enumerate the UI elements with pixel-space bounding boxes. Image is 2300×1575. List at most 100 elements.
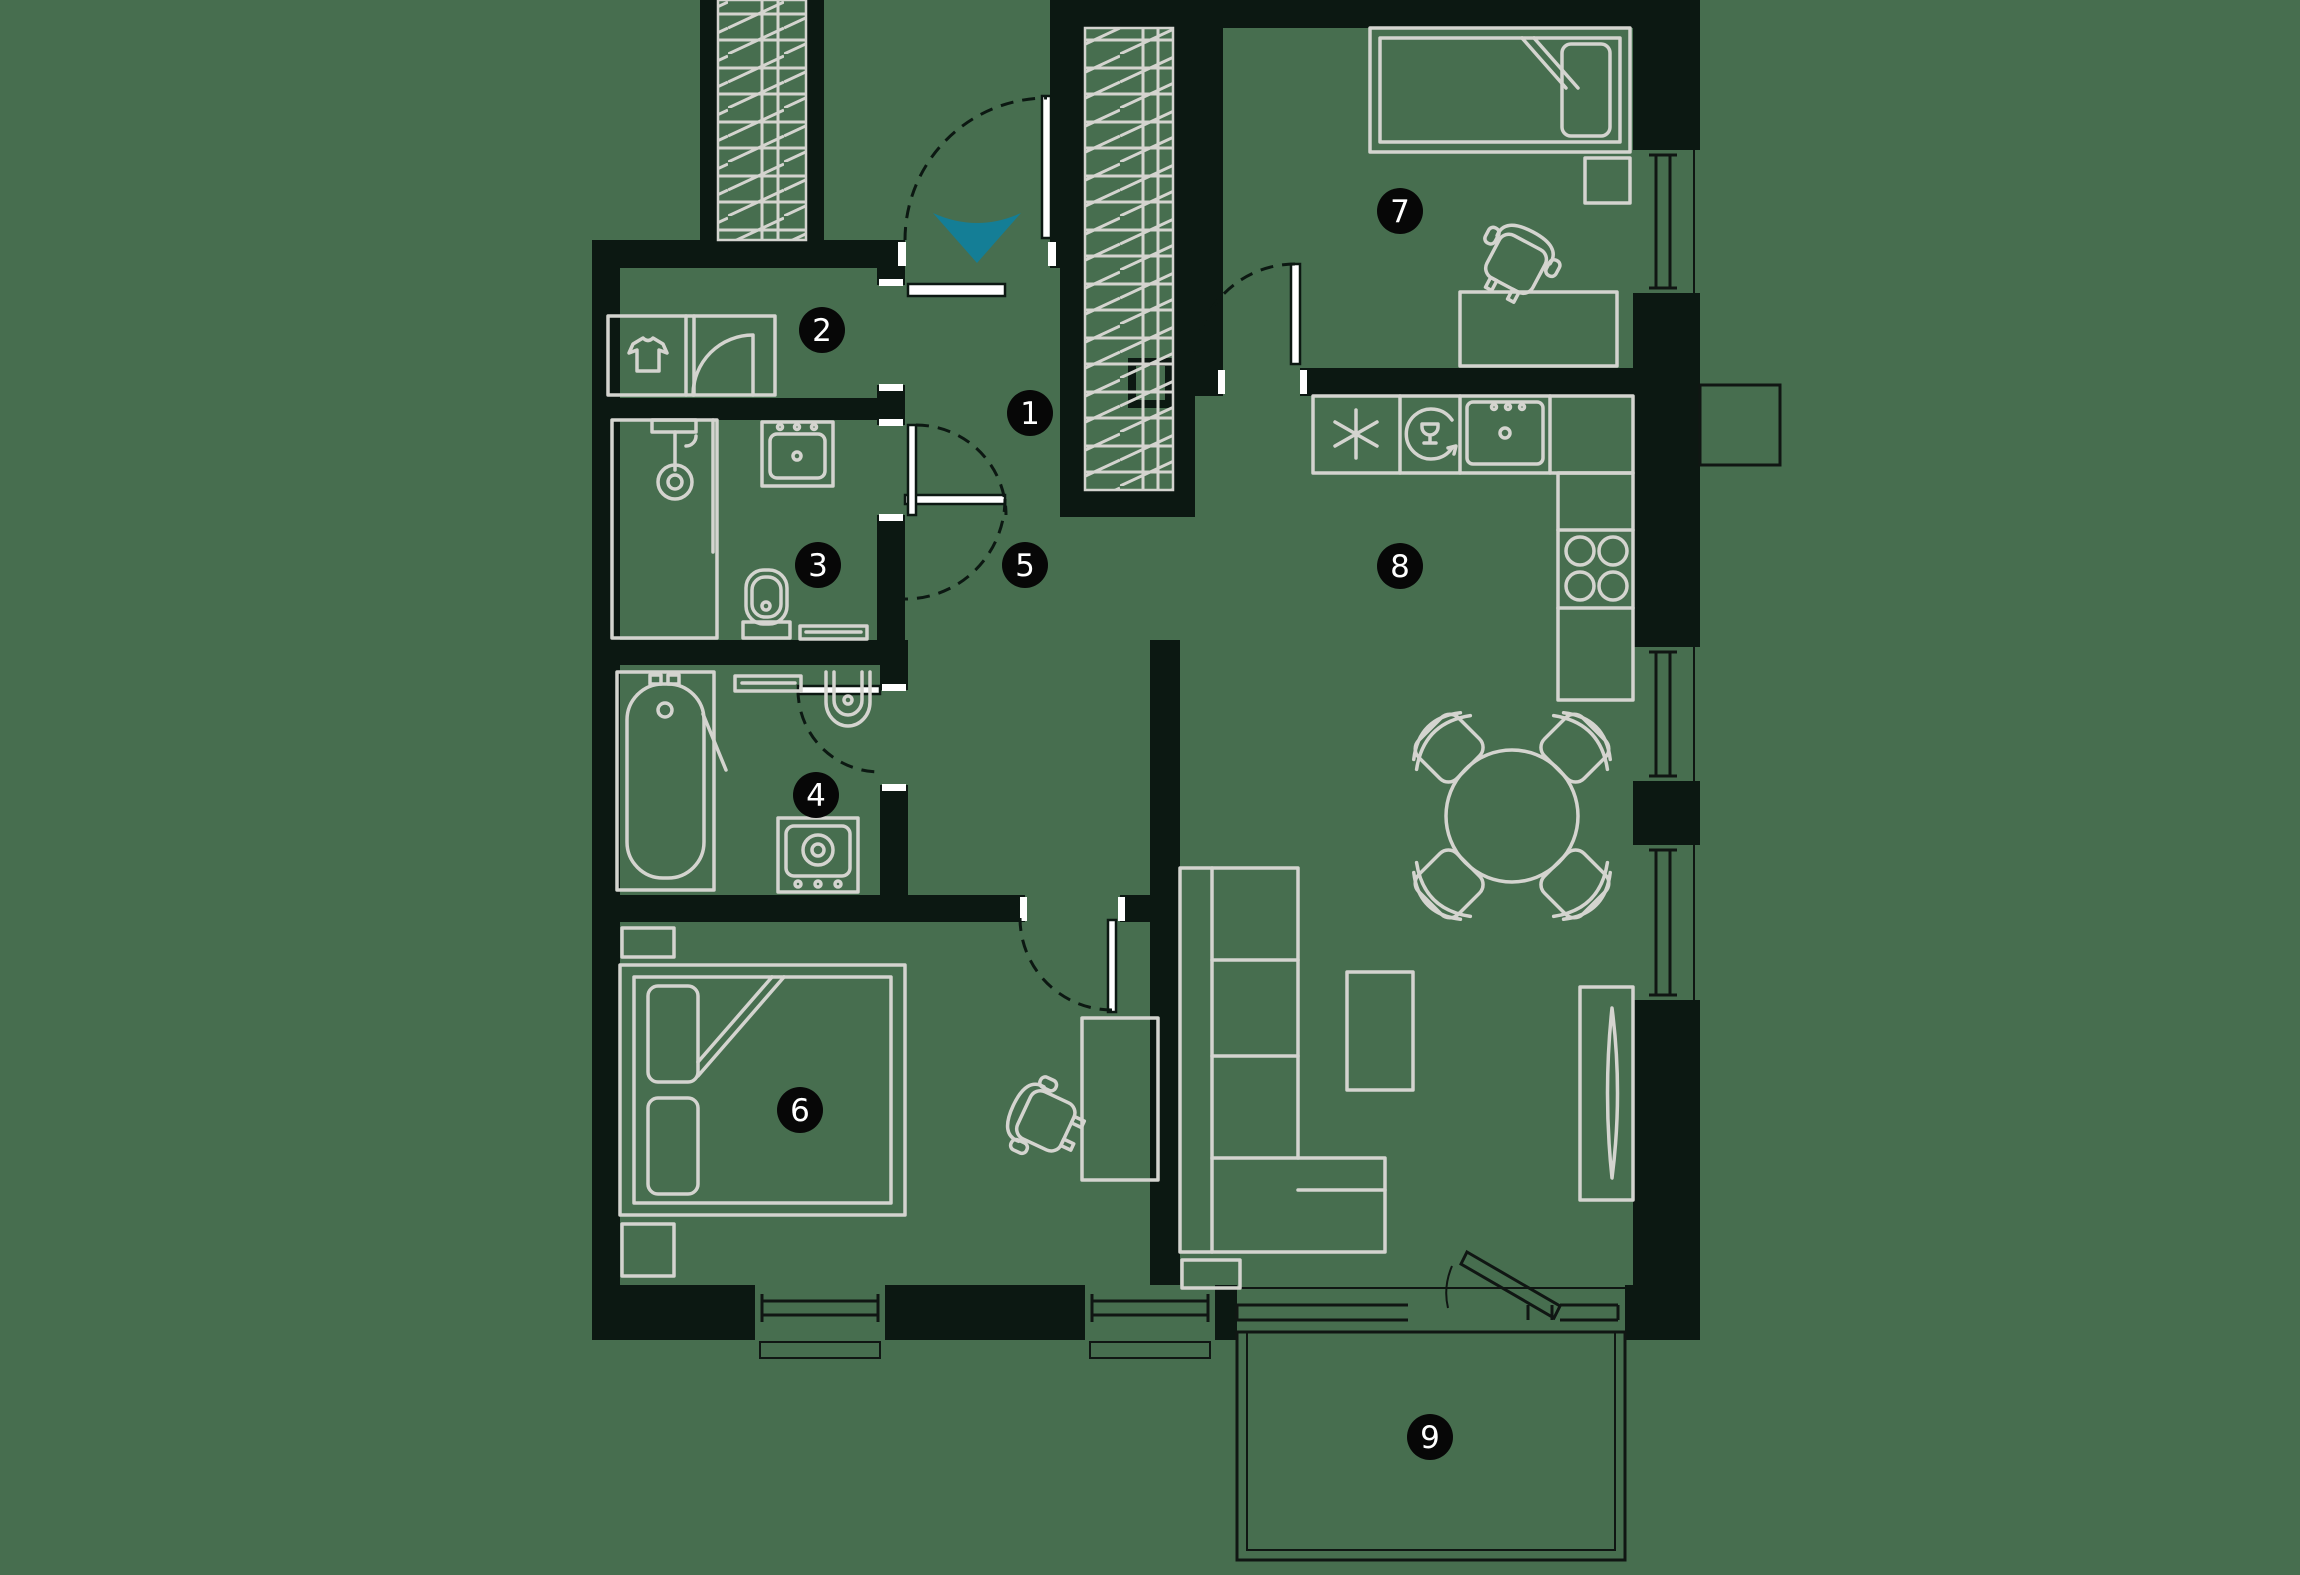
stove-burners-icon — [1564, 535, 1629, 602]
wall-room7-8-b — [1300, 368, 1633, 396]
room-badge-8: 8 — [1377, 543, 1423, 589]
towel-rail — [798, 624, 869, 641]
shafts — [716, 0, 1175, 492]
balcony-door-swing — [1445, 1265, 1453, 1309]
toilet-icon — [741, 568, 792, 640]
room-badge-9: 9 — [1407, 1414, 1453, 1460]
wall-room2-3 — [592, 398, 877, 420]
kitchen-sink-icon — [1465, 400, 1545, 466]
wardrobe-door-arc — [691, 333, 755, 397]
wall-bottom-1 — [592, 1285, 755, 1340]
room4-door-swing — [796, 689, 881, 774]
room-badge-7: 7 — [1377, 188, 1423, 234]
svg-text:6: 6 — [790, 1093, 810, 1129]
room7-door-leaf — [1289, 262, 1302, 366]
svg-text:7: 7 — [1390, 194, 1410, 230]
shower-room — [610, 418, 869, 641]
room4-door-leaf — [796, 684, 882, 696]
wall-room6-top-a — [592, 895, 1025, 922]
bathroom — [615, 670, 872, 894]
svg-text:5: 5 — [1015, 548, 1035, 584]
chair-room6 — [994, 1067, 1097, 1174]
hall-door-leaf — [903, 493, 1007, 506]
bidet-icon — [824, 670, 872, 728]
room7-door-swing — [1193, 262, 1296, 365]
wall-room56-8 — [1150, 640, 1180, 1285]
room-badges: 1 2 3 4 5 6 7 8 — [777, 188, 1453, 1460]
wall-right-3 — [1633, 781, 1700, 845]
entry-door-swing — [903, 96, 1048, 241]
dining-chair-ne — [1527, 698, 1625, 796]
wall-right-1 — [1633, 0, 1700, 150]
room-badge-5: 5 — [1002, 542, 1048, 588]
room-badge-4: 4 — [793, 772, 839, 818]
wall-entry-right — [1050, 0, 1085, 268]
dining-set — [1399, 698, 1625, 934]
balcony-door-leaf — [1459, 1249, 1562, 1321]
wall-shaft-bottom — [1060, 490, 1195, 517]
washing-machine-icon — [776, 816, 860, 894]
wall-top-left — [592, 240, 905, 268]
wall-room7-left — [1173, 28, 1223, 368]
room-badge-6: 6 — [777, 1087, 823, 1133]
wall-bottom-2 — [885, 1285, 1085, 1340]
bedroom-main — [618, 926, 1160, 1278]
svg-text:8: 8 — [1390, 549, 1410, 585]
entry-door-leaf — [1040, 94, 1053, 240]
window-living — [1649, 845, 1695, 1000]
bedroom-kids — [1368, 26, 1632, 368]
nightstand-2 — [620, 1222, 676, 1278]
ac-unit — [1698, 383, 1782, 467]
room-badge-1: 1 — [1007, 390, 1053, 436]
entry-threshold — [906, 282, 1007, 298]
wall-shaft-right — [1173, 368, 1195, 517]
windows — [759, 150, 1782, 1359]
room-badge-2: 2 — [799, 307, 845, 353]
dining-chair-se — [1527, 836, 1625, 934]
tv-icon — [1578, 985, 1635, 1202]
kitchen-living — [1178, 394, 1635, 1290]
wall-shaft-top-left — [700, 0, 718, 244]
balcony — [1235, 1249, 1627, 1562]
shaft-central-hatch — [1083, 26, 1175, 492]
wall-top-right — [1050, 0, 1700, 28]
round-table-icon — [1444, 748, 1580, 884]
wall-bottom-4 — [1625, 1285, 1700, 1340]
wall-room4-b — [880, 785, 908, 895]
bed-icon-main — [618, 963, 907, 1217]
shirt-icon — [627, 336, 669, 373]
nightstand-room7 — [1583, 156, 1632, 205]
hall-door-swing — [904, 498, 1007, 601]
towel-rail-2 — [733, 674, 803, 693]
svg-text:1: 1 — [1020, 396, 1040, 432]
dishwasher-icon — [1404, 407, 1458, 461]
snowflake-icon — [1333, 408, 1379, 460]
wall-corridor-b — [877, 385, 905, 425]
svg-text:4: 4 — [806, 778, 826, 814]
room3-door-swing — [915, 423, 1008, 516]
entrance-arrow-icon — [933, 213, 1021, 263]
walls — [592, 0, 1700, 1340]
bed-icon-single — [1368, 26, 1632, 154]
chair-room7 — [1462, 211, 1571, 316]
room3-door-leaf — [906, 423, 918, 517]
balcony-rail-inner — [1246, 1331, 1616, 1551]
svg-text:2: 2 — [812, 313, 832, 349]
window-dining — [1649, 647, 1695, 781]
dining-chair-sw — [1399, 836, 1497, 934]
corner-sofa-icon — [1178, 866, 1387, 1254]
nightstand-1 — [620, 926, 676, 959]
room-badge-3: 3 — [795, 542, 841, 588]
bathtub-icon — [615, 670, 716, 892]
svg-text:9: 9 — [1420, 1420, 1440, 1456]
room6-door-leaf — [1106, 918, 1118, 1014]
room6-door-swing — [1018, 917, 1113, 1012]
wall-bottom-3 — [1215, 1285, 1237, 1340]
sink-icon — [760, 420, 835, 488]
wall-room3-4 — [592, 640, 908, 665]
wall-corridor-c — [877, 515, 905, 640]
window-room7 — [1649, 150, 1695, 293]
wall-right-2 — [1633, 293, 1700, 647]
doors — [796, 94, 1307, 1014]
